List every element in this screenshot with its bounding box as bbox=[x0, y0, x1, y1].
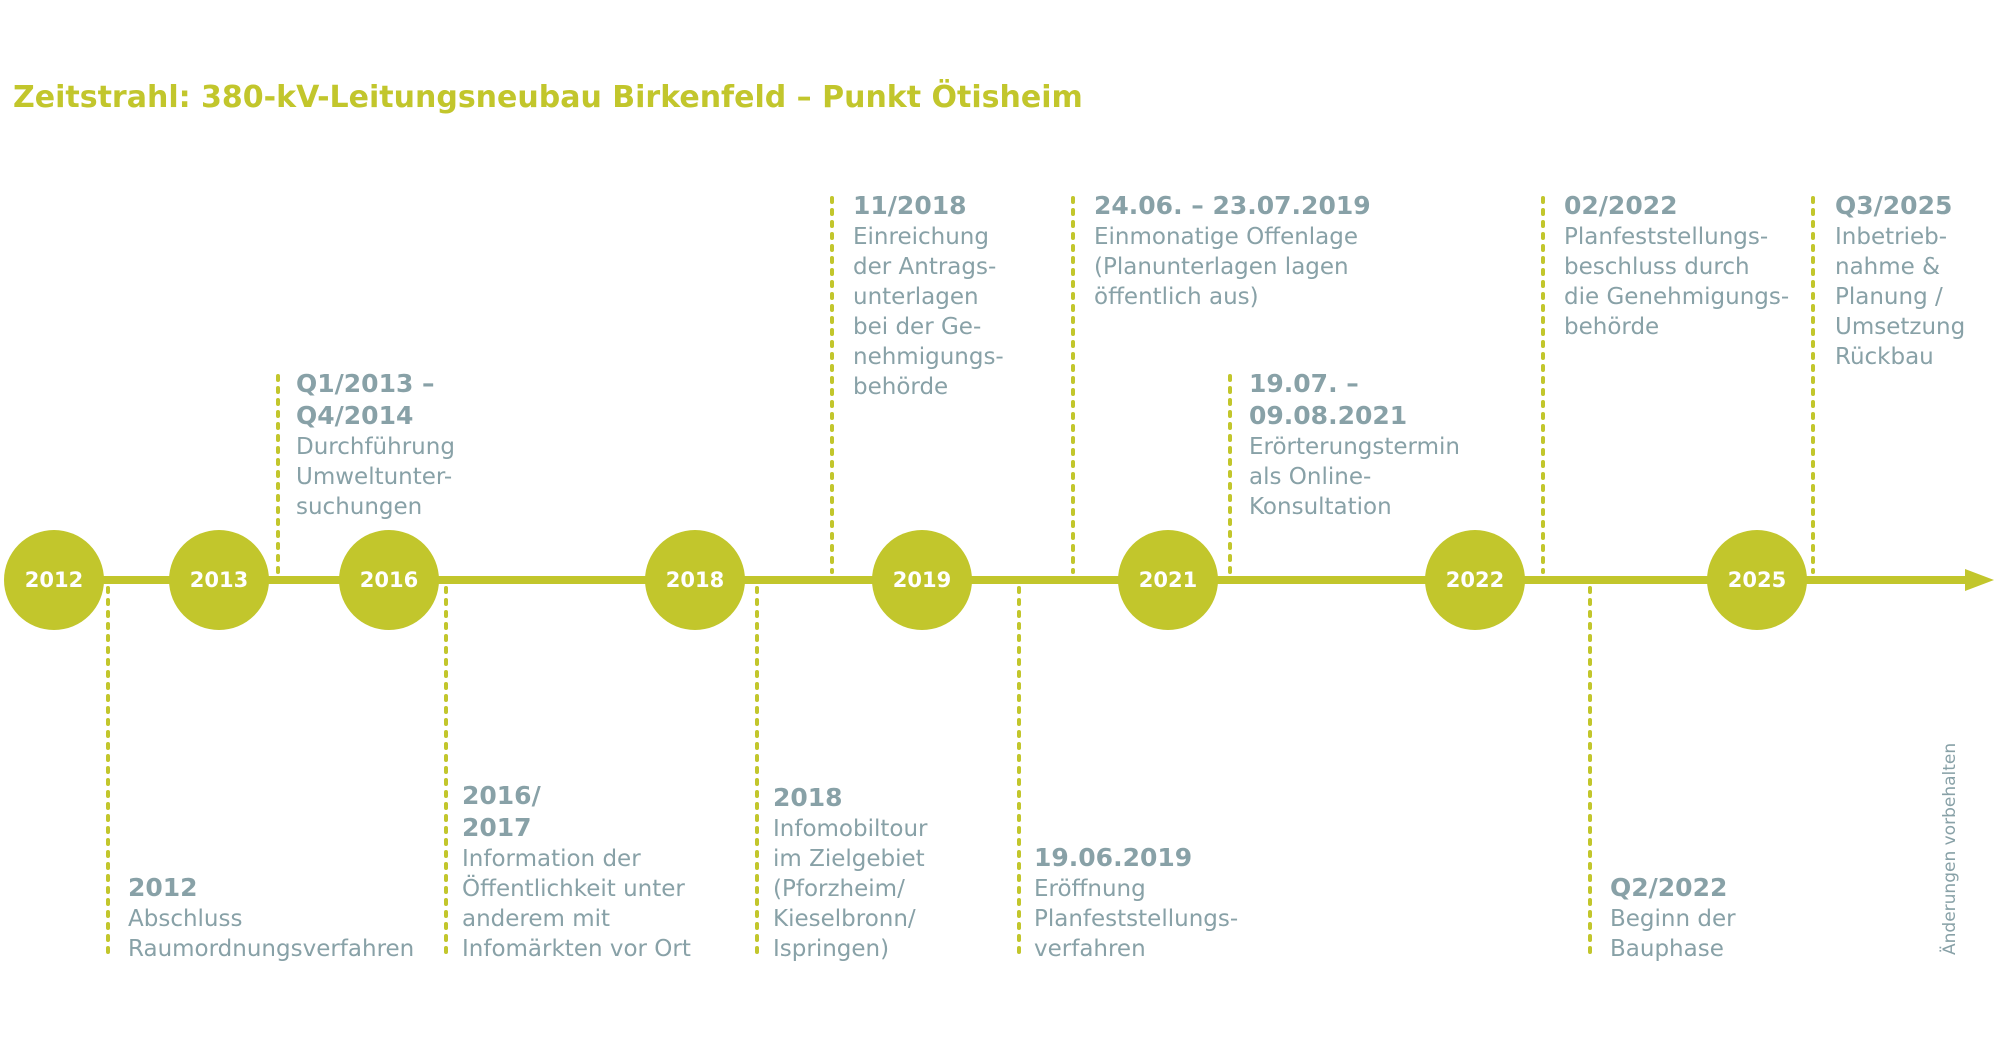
event-date: 2016/ 2017 bbox=[462, 781, 541, 842]
event-description: Infomobiltour im Zielgebiet (Pforzheim/ … bbox=[773, 816, 928, 962]
event-description: Inbetrieb- nahme & Planung / Umsetzung R… bbox=[1835, 224, 1966, 370]
event-date: 2012 bbox=[128, 873, 198, 902]
year-circle-2013: 2013 bbox=[169, 530, 269, 630]
event-24-06-2019: 24.06. – 23.07.2019 Einmonatige Offenlag… bbox=[1094, 190, 1371, 312]
year-circle-2025: 2025 bbox=[1707, 530, 1807, 630]
year-circle-2021: 2021 bbox=[1118, 530, 1218, 630]
event-date: Q3/2025 bbox=[1835, 191, 1953, 220]
year-circle-2016: 2016 bbox=[339, 530, 439, 630]
event-date: Q2/2022 bbox=[1610, 873, 1728, 902]
event-description: Abschluss Raumordnungsverfahren bbox=[128, 906, 415, 962]
event-date: 02/2022 bbox=[1564, 191, 1678, 220]
event-date: 19.07. – 09.08.2021 bbox=[1249, 369, 1408, 430]
event-19-06-2019: 19.06.2019 Eröffnung Planfeststellungs- … bbox=[1034, 842, 1238, 964]
year-circle-2018: 2018 bbox=[645, 530, 745, 630]
event-date: 24.06. – 23.07.2019 bbox=[1094, 191, 1371, 220]
event-q2-2022: Q2/2022 Beginn der Bauphase bbox=[1610, 872, 1736, 964]
event-description: Eröffnung Planfeststellungs- verfahren bbox=[1034, 876, 1239, 962]
event-description: Einreichung der Antrags- unterlagen bei … bbox=[853, 224, 1004, 400]
event-date: 11/2018 bbox=[853, 191, 967, 220]
event-description: Durchführung Umweltunter- suchungen bbox=[296, 434, 455, 520]
event-date: 19.06.2019 bbox=[1034, 843, 1193, 872]
event-q1-2013: Q1/2013 – Q4/2014 Durchführung Umweltunt… bbox=[296, 368, 455, 522]
page-title: Zeitstrahl: 380-kV-Leitungsneubau Birken… bbox=[13, 80, 1083, 115]
event-description: Erörterungstermin als Online- Konsultati… bbox=[1249, 434, 1460, 520]
event-2018: 2018 Infomobiltour im Zielgebiet (Pforzh… bbox=[773, 782, 928, 964]
timeline-arrowhead bbox=[1965, 569, 1994, 591]
event-11-2018: 11/2018 Einreichung der Antrags- unterla… bbox=[853, 190, 1004, 402]
year-circle-2022: 2022 bbox=[1425, 530, 1525, 630]
disclaimer-note: Änderungen vorbehalten bbox=[1940, 742, 1960, 955]
year-circle-2019: 2019 bbox=[872, 530, 972, 630]
event-description: Einmonatige Offenlage (Planunterlagen la… bbox=[1094, 224, 1359, 310]
event-description: Beginn der Bauphase bbox=[1610, 906, 1736, 962]
event-2012: 2012 Abschluss Raumordnungsverfahren bbox=[128, 872, 414, 964]
event-description: Information der Öffentlichkeit unter and… bbox=[462, 846, 691, 962]
event-description: Planfeststellungs- beschluss durch die G… bbox=[1564, 224, 1790, 340]
year-circle-2012: 2012 bbox=[4, 530, 104, 630]
event-19-07-2021: 19.07. – 09.08.2021 Erörterungstermin al… bbox=[1249, 368, 1460, 522]
event-02-2022: 02/2022 Planfeststellungs- beschluss dur… bbox=[1564, 190, 1789, 342]
event-date: Q1/2013 – Q4/2014 bbox=[296, 369, 435, 430]
event-2016-2017: 2016/ 2017 Information der Öffentlichkei… bbox=[462, 780, 691, 964]
event-q3-2025: Q3/2025 Inbetrieb- nahme & Planung / Ums… bbox=[1835, 190, 1965, 372]
event-date: 2018 bbox=[773, 783, 843, 812]
